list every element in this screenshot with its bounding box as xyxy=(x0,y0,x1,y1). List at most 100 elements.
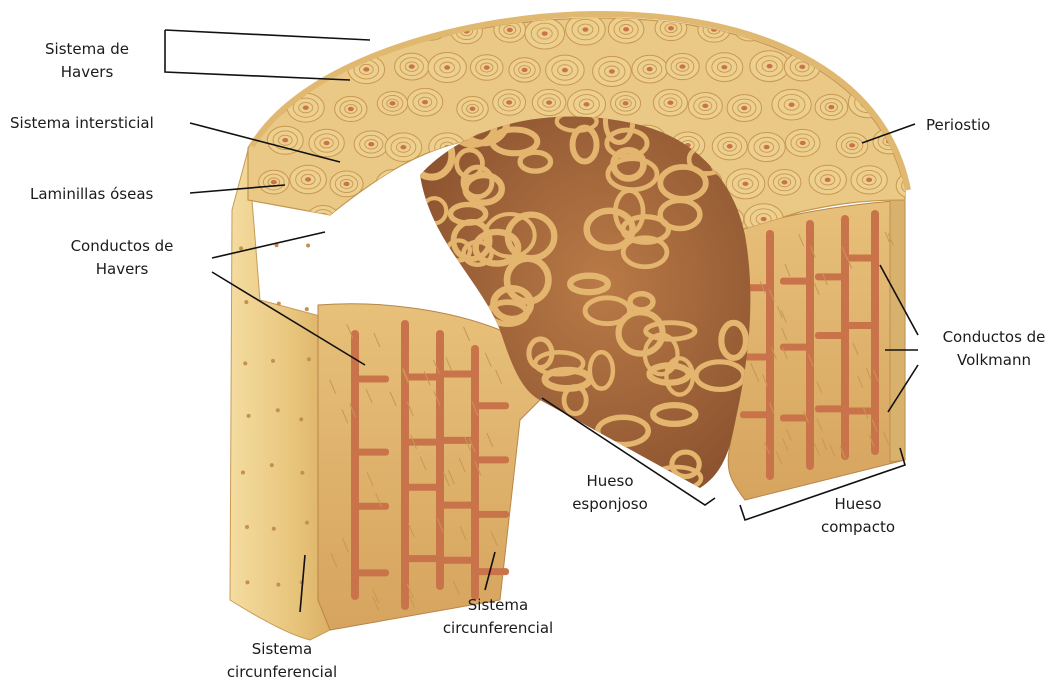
haversian-canal xyxy=(789,27,795,31)
osteon xyxy=(289,16,324,43)
haversian-canal xyxy=(667,100,673,104)
osteon xyxy=(428,53,466,83)
haversian-canal xyxy=(764,145,770,149)
volkmann-canal xyxy=(845,407,877,414)
surface-pore xyxy=(245,580,249,584)
osteon xyxy=(532,89,566,115)
volkmann-canal xyxy=(405,374,439,381)
osteon xyxy=(493,90,526,116)
osteon xyxy=(327,19,363,47)
osteon xyxy=(908,203,942,229)
osteon xyxy=(896,172,930,198)
osteon xyxy=(254,18,285,42)
surface-pore xyxy=(245,525,249,529)
volkmann-canal xyxy=(740,411,772,418)
haversian-canal xyxy=(800,141,806,145)
haversian-canal xyxy=(742,182,748,186)
volkmann-canal xyxy=(780,278,812,285)
osteon xyxy=(750,51,790,82)
haversian-canal xyxy=(266,28,272,32)
surface-pore xyxy=(271,359,275,363)
haversian-canal xyxy=(390,181,396,185)
surface-pore xyxy=(307,357,311,361)
haversian-canal xyxy=(270,102,276,106)
osteon xyxy=(593,56,632,86)
haversian-canal xyxy=(271,180,277,184)
osteon xyxy=(726,169,765,199)
osteon xyxy=(653,89,687,116)
osteon xyxy=(748,133,785,162)
osteon xyxy=(354,131,388,158)
osteon xyxy=(632,55,668,83)
surface-pore xyxy=(270,463,274,467)
haversian-canal xyxy=(922,214,928,218)
label-sistema-circunferencial-2: Sistema circunferencial xyxy=(212,638,352,684)
haversian-canal xyxy=(542,31,548,35)
surface-pore xyxy=(300,471,304,475)
surface-pore xyxy=(272,527,276,531)
volkmann-canal xyxy=(405,484,439,491)
surface-pore xyxy=(243,361,247,365)
haversian-canal xyxy=(584,102,590,106)
osteon xyxy=(395,53,429,80)
osteon xyxy=(388,206,421,232)
surface-pore xyxy=(239,246,243,250)
osteon xyxy=(470,55,503,80)
haversian-canal xyxy=(902,100,908,104)
surface-pore xyxy=(244,300,248,304)
haversian-canal xyxy=(609,69,615,73)
osteon xyxy=(546,55,585,85)
osteon xyxy=(608,16,644,44)
volkmann-canal xyxy=(355,449,389,456)
haversian-canal xyxy=(522,68,528,72)
haversian-canal xyxy=(721,65,727,69)
volkmann-canal xyxy=(440,557,474,564)
haversian-canal xyxy=(363,67,369,71)
label-conductos-volkmann: Conductos de Volkmann xyxy=(930,326,1058,372)
haversian-canal xyxy=(428,24,434,28)
haversian-canal xyxy=(828,105,834,109)
volkmann-canal xyxy=(405,439,439,446)
haversian-canal xyxy=(342,31,348,35)
haversian-canal xyxy=(286,63,292,67)
haversian-canal xyxy=(623,101,629,105)
osteon xyxy=(891,15,929,44)
haversian-canal xyxy=(910,183,916,187)
osteon xyxy=(869,57,905,85)
haversian-canal xyxy=(702,104,708,108)
leader-sistema-havers-2 xyxy=(165,30,370,40)
osteon xyxy=(457,96,488,121)
haversian-canal xyxy=(849,143,855,147)
haversian-canal xyxy=(789,103,795,107)
haversian-canal xyxy=(402,217,408,221)
haversian-canal xyxy=(844,63,850,67)
osteon xyxy=(568,90,606,120)
label-periostio: Periostio xyxy=(926,114,990,137)
osteon xyxy=(815,94,848,119)
osteon xyxy=(889,90,921,115)
volkmann-canal xyxy=(475,568,509,575)
label-sistema-havers: Sistema de Havers xyxy=(22,38,152,84)
volkmann-canal xyxy=(815,405,847,412)
haversian-canal xyxy=(305,177,311,181)
haversian-canal xyxy=(506,100,512,104)
haversian-canal xyxy=(623,27,629,31)
surface-pore xyxy=(276,408,280,412)
surface-pore xyxy=(305,521,309,525)
volkmann-canal xyxy=(440,502,474,509)
osteon xyxy=(809,21,841,46)
haversian-canal xyxy=(409,64,415,68)
osteon xyxy=(267,126,303,154)
osteon xyxy=(309,129,344,157)
osteon xyxy=(376,170,410,196)
osteon xyxy=(611,92,641,115)
haversian-canal xyxy=(741,106,747,110)
osteon xyxy=(857,17,889,42)
haversian-canal xyxy=(647,67,653,71)
osteon xyxy=(566,14,606,45)
volkmann-canal xyxy=(355,503,389,510)
volkmann-canal xyxy=(355,376,389,383)
haversian-canal xyxy=(761,217,767,221)
volkmann-canal xyxy=(815,332,847,339)
